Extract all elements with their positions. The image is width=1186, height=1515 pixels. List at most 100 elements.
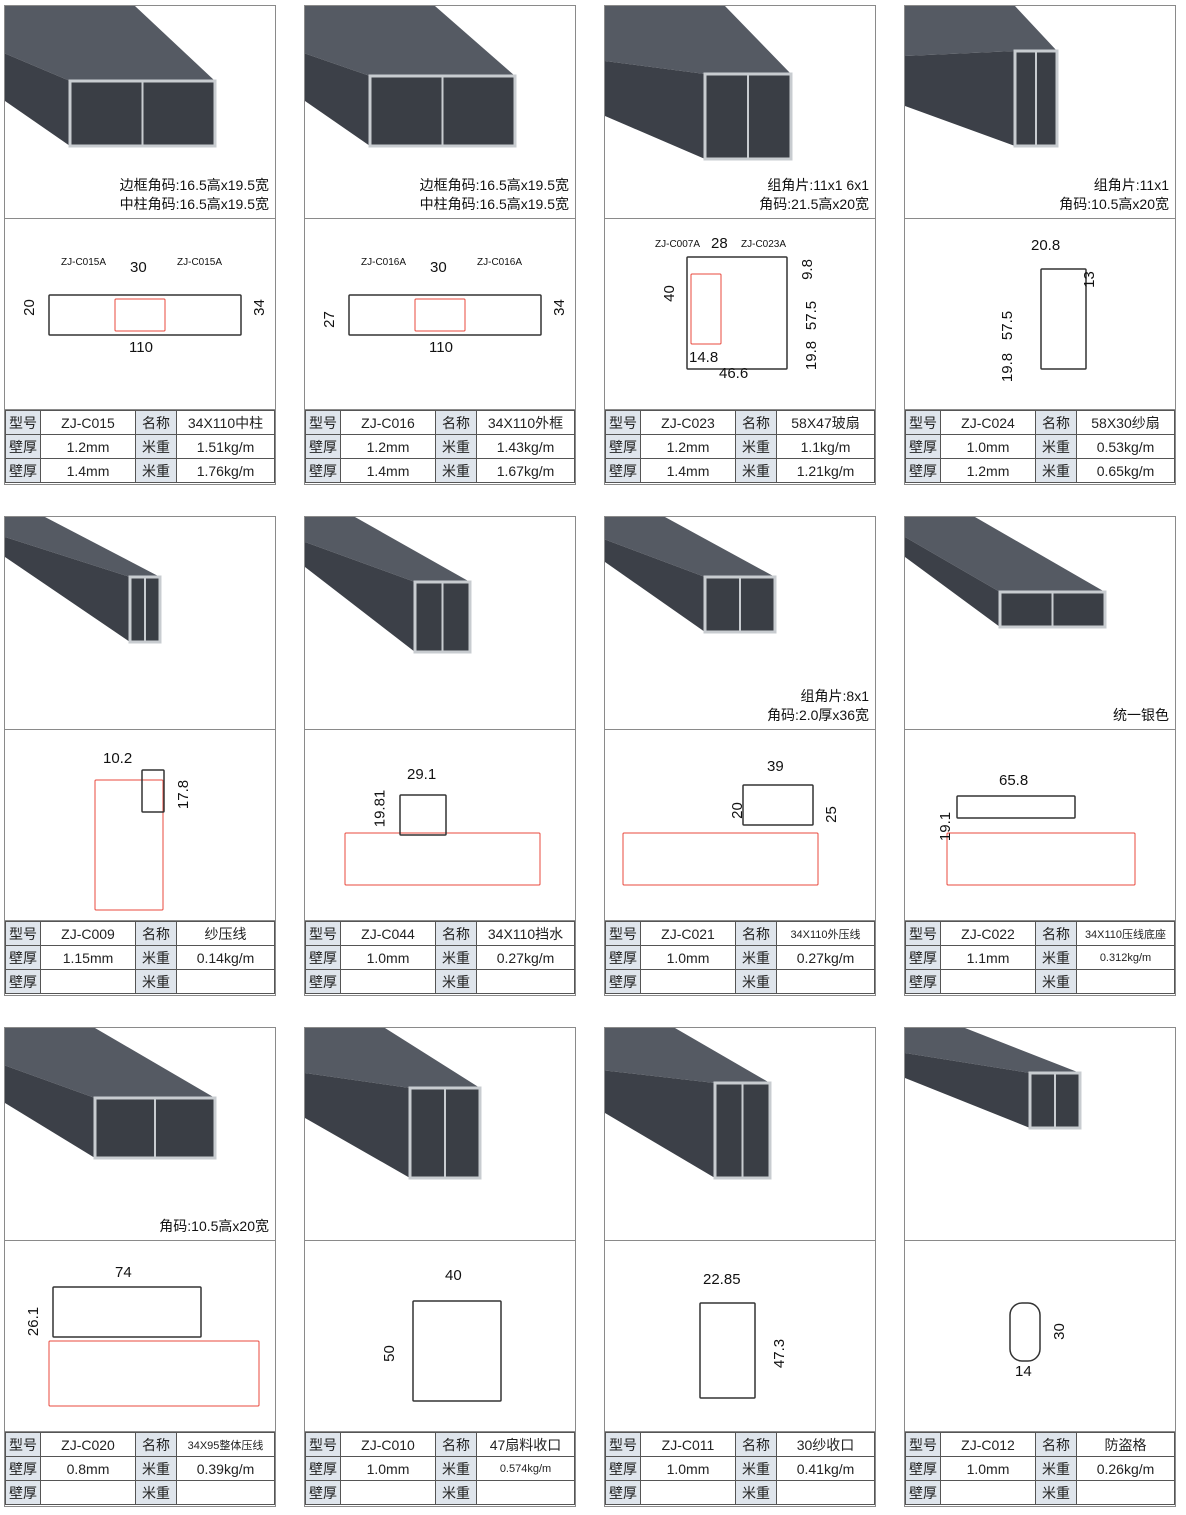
- value-cell: ZJ-C009: [40, 921, 136, 946]
- value-cell: 47扇料收口: [476, 1432, 575, 1457]
- label-cell: 壁厚: [905, 945, 941, 970]
- label-cell: 米重: [435, 945, 477, 970]
- label-cell: 名称: [135, 921, 177, 946]
- label-cell: 名称: [1035, 1432, 1077, 1457]
- value-cell: [340, 1480, 436, 1505]
- label-cell: 壁厚: [905, 434, 941, 459]
- label-cell: 米重: [1035, 458, 1077, 483]
- label-cell: 米重: [435, 434, 477, 459]
- value-cell: ZJ-C021: [640, 921, 736, 946]
- label-cell: 米重: [1035, 969, 1077, 994]
- dimension-label: 30: [130, 259, 147, 276]
- label-cell: 壁厚: [605, 1480, 641, 1505]
- label-cell: 米重: [435, 1480, 477, 1505]
- caption-line: 组角片:8x1: [800, 688, 869, 704]
- value-cell: 34X110中柱: [176, 410, 275, 435]
- label-cell: 米重: [135, 1456, 177, 1481]
- value-cell: [776, 1480, 875, 1505]
- photo-caption: 角码:10.5高x20宽: [159, 1217, 269, 1236]
- dimension-label: ZJ-C007A: [655, 239, 701, 250]
- product-photo: 角码:10.5高x20宽: [5, 1028, 275, 1241]
- dimension-label: 110: [429, 339, 453, 356]
- photo-caption: 边框角码:16.5高x19.5宽中柱角码:16.5高x19.5宽: [120, 176, 269, 214]
- dimension-label: 110: [129, 339, 153, 356]
- label-cell: 壁厚: [305, 945, 341, 970]
- value-cell: ZJ-C010: [340, 1432, 436, 1457]
- value-cell: [640, 969, 736, 994]
- label-cell: 壁厚: [305, 458, 341, 483]
- label-cell: 型号: [905, 1432, 941, 1457]
- dimension-label: ZJ-C023A: [741, 239, 787, 250]
- value-cell: 58X47玻扇: [776, 410, 875, 435]
- value-cell: [476, 969, 575, 994]
- label-cell: 米重: [435, 969, 477, 994]
- value-cell: [1076, 1480, 1175, 1505]
- dimension-label: 27: [320, 311, 338, 328]
- photo-caption: 组角片:8x1 角码:2.0厚x36宽: [767, 687, 869, 725]
- dimension-label: 20: [728, 802, 746, 819]
- label-cell: 米重: [135, 458, 177, 483]
- value-cell: 0.65kg/m: [1076, 458, 1175, 483]
- profile-photo-image: [305, 1028, 482, 1180]
- label-cell: 米重: [135, 969, 177, 994]
- value-cell: 1.15mm: [40, 945, 136, 970]
- value-cell: 1.51kg/m: [176, 434, 275, 459]
- dimension-label: 22.85: [703, 1271, 741, 1288]
- value-cell: [176, 969, 275, 994]
- dimension-label: 34: [550, 299, 568, 316]
- dimension-label: 39: [767, 758, 784, 775]
- value-cell: ZJ-C016: [340, 410, 436, 435]
- value-cell: 0.27kg/m: [476, 945, 575, 970]
- value-cell: 1.21kg/m: [776, 458, 875, 483]
- label-cell: 壁厚: [5, 1480, 41, 1505]
- label-cell: 米重: [735, 434, 777, 459]
- value-cell: 0.41kg/m: [776, 1456, 875, 1481]
- dimension-label: 29.1: [407, 766, 437, 783]
- caption-line: 角码:2.0厚x36宽: [767, 707, 869, 723]
- table-row: 壁厚米重: [5, 1480, 275, 1505]
- table-row: 壁厚米重: [5, 969, 275, 994]
- label-cell: 名称: [135, 1432, 177, 1457]
- product-photo: [905, 1028, 1175, 1241]
- label-cell: 型号: [305, 921, 341, 946]
- dimension-label: 19.8: [803, 340, 821, 371]
- label-cell: 米重: [1035, 434, 1077, 459]
- label-cell: 型号: [605, 921, 641, 946]
- label-cell: 壁厚: [905, 1480, 941, 1505]
- label-cell: 壁厚: [605, 458, 641, 483]
- value-cell: 1.4mm: [640, 458, 736, 483]
- profile-photo-image: [305, 517, 472, 654]
- dimension-label: 28: [711, 235, 728, 252]
- dimension-label: 57.5: [803, 300, 821, 331]
- label-cell: 型号: [5, 1432, 41, 1457]
- profile-drawing: [946, 795, 1136, 886]
- dimension-label: ZJ-C015A: [61, 257, 107, 268]
- table-row: 壁厚米重: [605, 969, 875, 994]
- value-cell: [940, 969, 1036, 994]
- profile-drawing: [686, 256, 788, 370]
- value-cell: 0.27kg/m: [776, 945, 875, 970]
- product-photo: 边框角码:16.5高x19.5宽中柱角码:16.5高x19.5宽: [5, 6, 275, 219]
- dimension-label: 14.8: [689, 349, 719, 366]
- product-card: 边框角码:16.5高x19.5宽中柱角码:16.5高x19.5宽 ZJ-C015A…: [4, 5, 276, 485]
